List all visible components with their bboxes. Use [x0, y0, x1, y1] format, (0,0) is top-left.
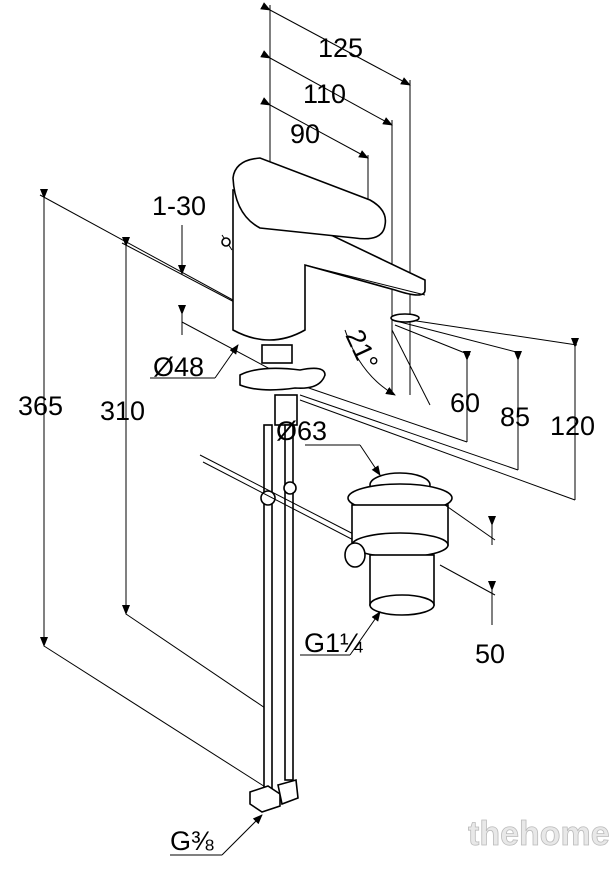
dimension-110: 110 — [303, 79, 346, 109]
leader-lines — [150, 344, 263, 856]
right-dimension-lines — [299, 319, 579, 501]
dimension-85: 85 — [500, 402, 530, 432]
dimension-365: 365 — [18, 391, 63, 421]
dimension-diameter-48: Ø48 — [153, 352, 204, 382]
watermark: thehome — [468, 815, 610, 853]
dimension-50: 50 — [475, 639, 505, 669]
drain-waste — [300, 444, 496, 656]
dimension-310: 310 — [100, 396, 145, 426]
faucet-body — [221, 157, 426, 341]
dimension-120: 120 — [550, 411, 595, 441]
thread-g1-1-4: G1¼ — [304, 628, 363, 658]
left-dimension-lines — [39, 189, 301, 791]
mounting-hoses — [199, 344, 366, 813]
dimension-90: 90 — [290, 119, 320, 149]
dimension-60: 60 — [450, 388, 480, 418]
dimension-diameter-63: Ø63 — [276, 416, 327, 446]
dimension-125: 125 — [318, 33, 363, 63]
dimension-1-30: 1-30 — [152, 191, 206, 221]
thread-g3-8: G⅜ — [170, 826, 214, 856]
